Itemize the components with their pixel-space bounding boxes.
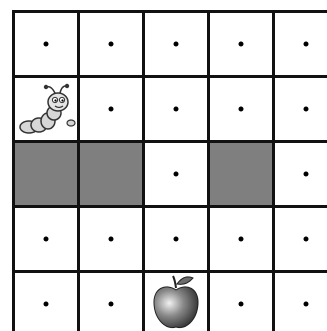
worm-icon <box>15 83 77 139</box>
dot-marker <box>44 42 49 47</box>
dot-marker <box>239 42 244 47</box>
grid-cell <box>77 205 145 273</box>
dot-marker <box>174 107 179 112</box>
grid-cell <box>272 270 327 331</box>
apple-icon <box>151 274 201 331</box>
dot-marker <box>44 302 49 307</box>
grid-cell <box>12 205 80 273</box>
wall-cell <box>207 140 275 208</box>
dot-marker <box>304 172 309 177</box>
wall-cell <box>77 140 145 208</box>
grid-cell <box>77 270 145 331</box>
grid-cell <box>142 205 210 273</box>
grid-cell <box>272 205 327 273</box>
grid-cell <box>272 10 327 78</box>
dot-marker <box>239 302 244 307</box>
grid-cell <box>142 140 210 208</box>
grid-cell <box>272 75 327 143</box>
grid-cell <box>142 75 210 143</box>
grid-cell <box>142 10 210 78</box>
dot-marker <box>174 237 179 242</box>
dot-marker <box>109 107 114 112</box>
dot-marker <box>239 237 244 242</box>
grid-cell <box>207 75 275 143</box>
wall-cell <box>12 140 80 208</box>
grid-cell <box>207 10 275 78</box>
dot-marker <box>109 302 114 307</box>
dot-marker <box>174 42 179 47</box>
dot-marker <box>304 42 309 47</box>
dot-marker <box>304 237 309 242</box>
dot-marker <box>44 237 49 242</box>
grid-cell <box>77 10 145 78</box>
grid-cell <box>77 75 145 143</box>
dot-marker <box>109 42 114 47</box>
grid-cell <box>207 205 275 273</box>
grid-cell <box>272 140 327 208</box>
dot-marker <box>109 237 114 242</box>
dot-marker <box>239 107 244 112</box>
grid-cell <box>12 270 80 331</box>
dot-marker <box>304 302 309 307</box>
grid-cell <box>207 270 275 331</box>
grid-cell <box>12 10 80 78</box>
dot-marker <box>304 107 309 112</box>
dot-marker <box>174 172 179 177</box>
